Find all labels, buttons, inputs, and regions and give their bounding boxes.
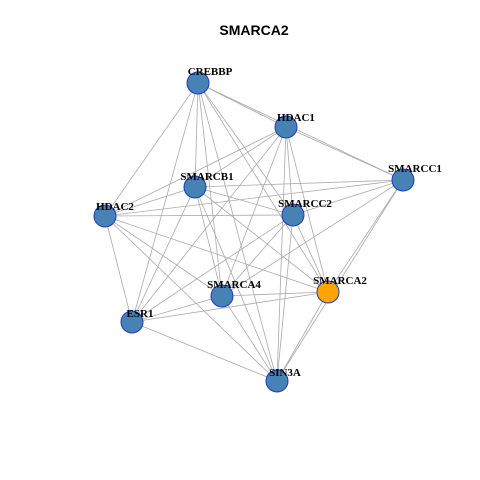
node-label-hdac1: HDAC1: [277, 112, 315, 124]
edge-hdac1-smarcc1: [285, 126, 404, 181]
edge-smarcc1-hdac2: [104, 179, 404, 217]
edge-hdac1-esr1: [131, 126, 287, 323]
edge-crebbp-esr1: [131, 82, 199, 323]
edge-smarcb1-esr1: [131, 186, 196, 323]
edge-smarcc1-smarcb1: [194, 179, 404, 188]
nodes-layer: [93, 71, 415, 393]
edge-smarcb1-smarcc2: [194, 186, 294, 216]
node-label-smarcc1: SMARCC1: [388, 163, 442, 175]
node-smarca4[interactable]: [210, 284, 234, 308]
edge-hdac2-sin3a: [104, 215, 278, 382]
edge-smarcb1-sin3a: [194, 186, 278, 382]
edge-crebbp-smarca4: [197, 82, 223, 297]
edge-smarca4-sin3a: [221, 295, 278, 382]
graph-title: SMARCA2: [219, 22, 288, 38]
edge-smarcb1-hdac2: [104, 186, 196, 217]
node-smarcb1[interactable]: [183, 175, 207, 199]
edge-smarca4-esr1: [131, 295, 223, 323]
edge-smarcc2-sin3a: [276, 214, 294, 382]
node-label-esr1: ESR1: [127, 308, 154, 320]
edge-smarcb1-smarca4: [194, 186, 223, 297]
edge-smarcc1-smarca4: [221, 179, 404, 297]
edge-smarcc2-smarca4: [221, 214, 294, 297]
edge-hdac1-smarcb1: [194, 126, 287, 188]
edge-esr1-sin3a: [131, 321, 278, 382]
edge-hdac2-smarca4: [104, 215, 223, 297]
edge-hdac1-smarca4: [221, 126, 287, 297]
edge-crebbp-smarcb1: [194, 82, 199, 188]
edge-hdac1-hdac2: [104, 126, 287, 217]
edge-crebbp-smarcc2: [197, 82, 294, 216]
node-smarca2[interactable]: [316, 280, 340, 304]
node-esr1[interactable]: [120, 310, 144, 334]
edges-layer: [104, 82, 404, 382]
edge-hdac1-smarca2: [285, 126, 329, 293]
node-label-smarcc2: SMARCC2: [278, 198, 332, 210]
node-smarcc1[interactable]: [391, 168, 415, 192]
edge-hdac2-esr1: [104, 215, 133, 323]
edge-smarca2-sin3a: [276, 291, 329, 382]
node-label-sin3a: SIN3A: [269, 367, 301, 379]
node-hdac2[interactable]: [93, 204, 117, 228]
edge-smarca2-smarca4: [221, 291, 329, 297]
edge-smarcc1-smarcc2: [292, 179, 404, 216]
node-sin3a[interactable]: [265, 369, 289, 393]
edge-crebbp-hdac2: [104, 82, 199, 217]
node-label-hdac2: HDAC2: [96, 201, 134, 213]
node-smarcc2[interactable]: [281, 203, 305, 227]
node-crebbp[interactable]: [186, 71, 210, 95]
edge-smarcc2-esr1: [131, 214, 294, 323]
node-label-smarca4: SMARCA4: [207, 279, 261, 291]
edge-hdac1-sin3a: [276, 126, 287, 382]
node-hdac1[interactable]: [274, 115, 298, 139]
edge-smarcc1-smarca2: [327, 179, 404, 293]
edge-smarcc2-smarca2: [292, 214, 329, 293]
node-label-smarca2: SMARCA2: [313, 275, 367, 287]
edge-hdac2-smarca2: [104, 215, 329, 293]
edge-smarcc1-sin3a: [276, 179, 404, 382]
edge-crebbp-sin3a: [197, 82, 278, 382]
edge-smarcb1-smarca2: [194, 186, 329, 293]
node-label-smarcb1: SMARCB1: [180, 171, 233, 183]
edge-hdac1-smarcc2: [285, 126, 294, 216]
node-label-crebbp: CREBBP: [188, 66, 233, 78]
edge-hdac2-smarcc2: [104, 214, 294, 217]
edge-crebbp-smarcc1: [197, 82, 404, 181]
edge-smarca2-esr1: [131, 291, 329, 323]
